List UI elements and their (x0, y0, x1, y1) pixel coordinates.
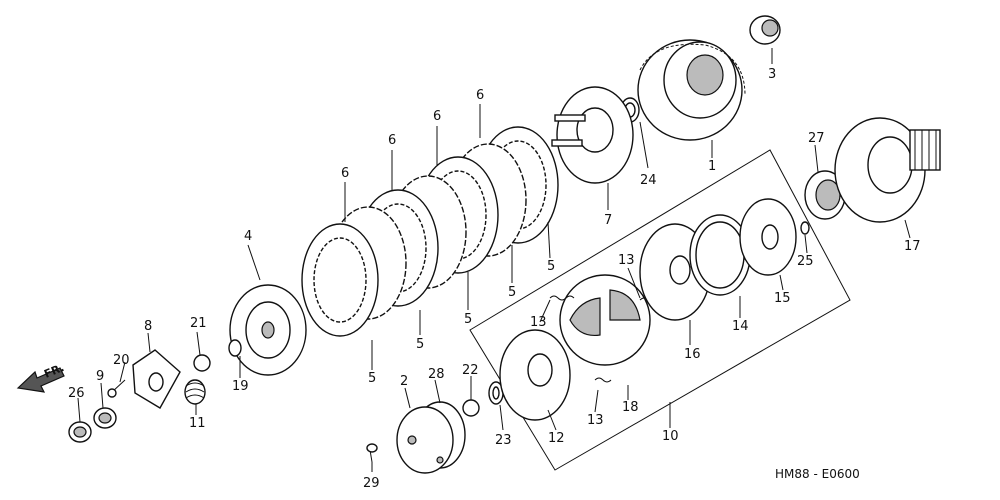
part-13-spring-a (549, 295, 575, 301)
part-19-washer (228, 339, 242, 357)
part-18-clutch-weights (559, 274, 651, 366)
label-part-12: 12 (548, 431, 565, 446)
label-part-14: 14 (732, 319, 749, 334)
label-part-5: 5 (464, 312, 472, 327)
label-part-13: 13 (587, 413, 604, 428)
label-part-13: 13 (530, 315, 547, 330)
part-27-one-way-clutch (804, 170, 846, 220)
label-part-5: 5 (368, 371, 376, 386)
label-part-4: 4 (244, 229, 252, 244)
part-3-bushing (749, 15, 781, 45)
label-part-11: 11 (189, 416, 206, 431)
part-29-bolt (366, 443, 378, 463)
label-part-5: 5 (547, 259, 555, 274)
front-direction-arrow (16, 367, 65, 393)
part-1-clutch-outer (637, 39, 746, 141)
part-12-drive-plate (499, 329, 571, 421)
part-2-cover (396, 406, 454, 474)
leader-lines (77, 48, 911, 472)
part-13-spring-b (594, 377, 612, 383)
label-part-16: 16 (684, 347, 701, 362)
label-part-7: 7 (604, 213, 612, 228)
front-marker-label: FR. (42, 361, 66, 381)
label-part-21: 21 (190, 316, 207, 331)
label-part-18: 18 (622, 400, 639, 415)
label-part-28: 28 (428, 367, 445, 382)
label-part-20: 20 (113, 353, 130, 368)
label-part-5: 5 (508, 285, 516, 300)
assembly-10-boundary (469, 149, 851, 471)
part-8-lifter-plate (132, 349, 181, 409)
label-part-6: 6 (433, 109, 441, 124)
label-part-19: 19 (232, 379, 249, 394)
part-11-spring (184, 379, 206, 405)
label-part-27: 27 (808, 131, 825, 146)
part-22-nut (462, 399, 480, 417)
part-15-plate (739, 198, 797, 276)
label-part-26: 26 (68, 386, 85, 401)
part-17-drive-gear (834, 117, 941, 223)
part-9-bearing (93, 407, 117, 429)
label-part-9: 9 (96, 369, 104, 384)
part-number-labels: 1 3 4 5 5 5 5 5 6 6 6 6 7 8 9 10 11 12 1… (68, 67, 921, 491)
diagram-code: HM88 - E0600 (775, 467, 860, 481)
label-part-8: 8 (144, 319, 152, 334)
part-21-nut (193, 354, 211, 372)
part-6-plate-a (301, 223, 379, 337)
label-part-13: 13 (618, 253, 635, 268)
part-7-pressure-plate (551, 86, 634, 184)
label-part-22: 22 (462, 363, 479, 378)
label-part-15: 15 (774, 291, 791, 306)
label-part-23: 23 (495, 433, 512, 448)
part-14-ring (689, 214, 751, 296)
part-26-seal (68, 421, 92, 443)
part-25-clip (800, 221, 810, 235)
label-part-10: 10 (662, 429, 679, 444)
part-20-bolt (107, 379, 126, 398)
label-part-6: 6 (341, 166, 349, 181)
label-part-25: 25 (797, 254, 814, 269)
part-4-clutch-center (229, 284, 307, 376)
label-part-17: 17 (904, 239, 921, 254)
label-part-5: 5 (416, 337, 424, 352)
label-part-6: 6 (388, 133, 396, 148)
label-part-2: 2 (400, 374, 408, 389)
label-part-1: 1 (708, 159, 716, 174)
label-part-3: 3 (768, 67, 776, 82)
label-part-6: 6 (476, 88, 484, 103)
label-part-29: 29 (363, 476, 380, 491)
label-part-24: 24 (640, 173, 657, 188)
